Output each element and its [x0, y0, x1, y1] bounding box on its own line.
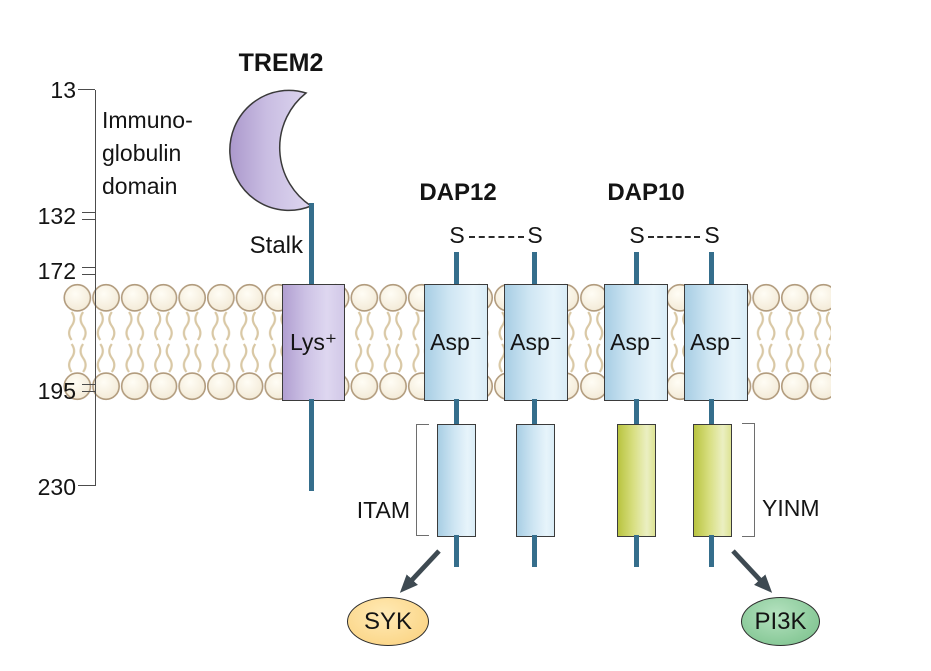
trem2-stalk-line: [309, 203, 314, 285]
trem2-tm-domain-lys: Lys⁺: [282, 284, 345, 401]
dap12-chain2-tm-asp: Asp⁻: [504, 284, 568, 401]
dap12-chain2-itam-box: [516, 424, 555, 537]
axis-tick-label-132: 132: [37, 203, 76, 229]
ig-domain-label: Immuno- globulin domain: [102, 104, 193, 203]
dap10-cys-left: S: [629, 222, 645, 248]
itam-label: ITAM: [356, 497, 410, 523]
dap12-chain1-tm-asp: Asp⁻: [424, 284, 488, 401]
pi3k-effector-oval: PI3K: [741, 597, 820, 646]
dap10-chain2-ecto-stem: [709, 252, 714, 285]
ig-domain-label-line1: Immuno-: [102, 107, 193, 133]
dap10-title: DAP10: [607, 179, 685, 206]
dap12-chain2-tail-stem: [532, 535, 537, 567]
itam-bracket: [416, 424, 429, 536]
dap12-chain1-juxta-stem: [454, 399, 459, 426]
arrow-to-syk-icon: [399, 549, 441, 593]
dap10-chain2-yinm-box: [693, 424, 732, 537]
axis-tick-195: [82, 384, 95, 392]
axis-tick-label-195: 195: [37, 378, 76, 404]
dap10-disulfide-bond: [648, 236, 700, 238]
syk-label: SYK: [363, 607, 413, 635]
dap12-title: DAP12: [419, 179, 497, 206]
dap12-chain2-ecto-stem: [532, 252, 537, 285]
dap12-disulfide-bond: [469, 236, 524, 238]
trem2-ig-domain-crescent-icon: [229, 89, 313, 212]
axis-tick-13: [78, 89, 95, 90]
trem2-title: TREM2: [238, 49, 324, 77]
ig-domain-label-line3: domain: [102, 173, 178, 199]
dap12-cys-right: S: [527, 222, 543, 248]
dap12-chain1-ecto-stem: [454, 252, 459, 285]
axis-tick-label-172: 172: [37, 258, 76, 284]
trem2-cytoplasmic-tail: [309, 399, 314, 491]
dap10-chain2-tm-asp: Asp⁻: [684, 284, 748, 401]
syk-effector-oval: SYK: [347, 597, 429, 646]
dap12-cys-left: S: [449, 222, 465, 248]
dap12-chain1-tail-stem: [454, 535, 459, 567]
dap10-chain2-tail-stem: [709, 535, 714, 567]
dap10-chain1-tm-asp: Asp⁻: [604, 284, 668, 401]
arrow-to-pi3k-icon: [731, 549, 773, 593]
dap10-chain1-juxta-stem: [634, 399, 639, 426]
yinm-bracket: [742, 423, 755, 537]
dap10-chain2-juxta-stem: [709, 399, 714, 426]
dap12-chain2-juxta-stem: [532, 399, 537, 426]
axis-tick-label-13: 13: [50, 77, 76, 103]
axis-tick-label-230: 230: [37, 474, 76, 500]
dap10-cys-right: S: [704, 222, 720, 248]
stalk-label: Stalk: [249, 232, 303, 259]
ig-domain-label-line2: globulin: [102, 140, 182, 166]
dap10-chain1-ecto-stem: [634, 252, 639, 285]
dap10-chain1-tail-stem: [634, 535, 639, 567]
axis-tick-172: [82, 267, 95, 275]
dap10-chain1-yinm-box: [617, 424, 656, 537]
dap12-chain1-itam-box: [437, 424, 476, 537]
yinm-label: YINM: [762, 495, 820, 521]
residue-scale-axis: [95, 90, 96, 486]
pi3k-label: PI3K: [754, 607, 807, 635]
axis-tick-230: [78, 485, 95, 486]
axis-tick-132: [82, 212, 95, 220]
